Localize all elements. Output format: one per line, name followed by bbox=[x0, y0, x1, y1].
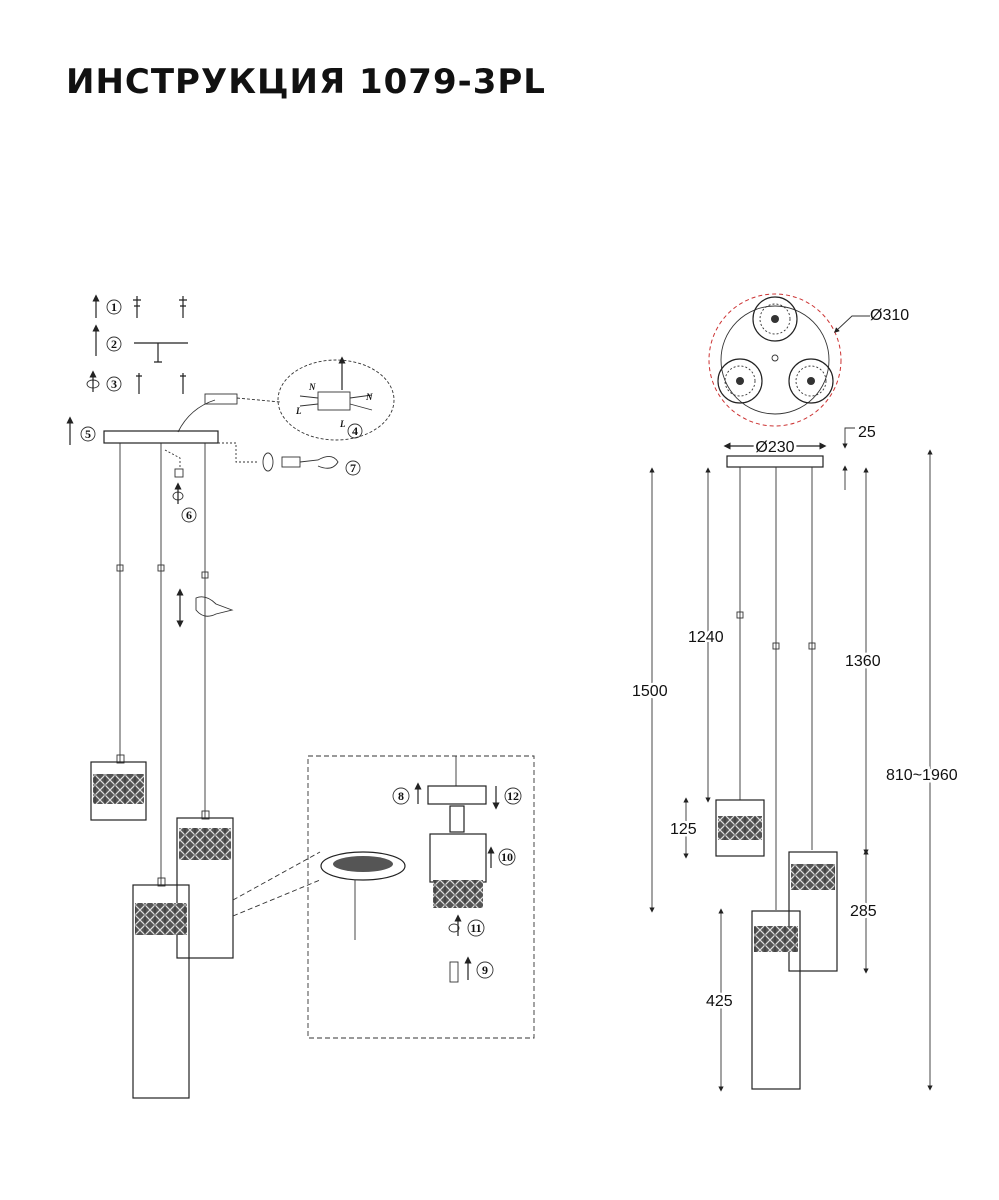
step-4-badge bbox=[347, 423, 363, 439]
short-shade-height-label: 125 bbox=[670, 821, 697, 838]
step-5-label: 5 bbox=[85, 427, 91, 441]
tall-shade-height-label: 425 bbox=[706, 993, 733, 1010]
step-7-badge bbox=[345, 460, 361, 476]
step-10-label: 10 bbox=[501, 850, 513, 864]
step-3-label: 3 bbox=[111, 377, 117, 391]
anchor-icon bbox=[179, 296, 187, 318]
mounting-bracket-icon bbox=[134, 342, 188, 363]
screw-icon bbox=[136, 373, 142, 394]
medium-shade bbox=[176, 817, 234, 959]
step-5-badge bbox=[80, 426, 96, 442]
wiring-detail-ellipse bbox=[277, 359, 395, 441]
crystal-band bbox=[433, 880, 483, 908]
lamp-body bbox=[429, 833, 487, 883]
wire-n-label: N bbox=[365, 392, 373, 402]
step-1-badge bbox=[106, 299, 122, 315]
medium-shade-height-label: 285 bbox=[850, 903, 877, 920]
crystal-band bbox=[135, 903, 187, 935]
crystal-band bbox=[718, 816, 762, 840]
canopy-top-view: Ø310 bbox=[708, 293, 909, 427]
step-4-label: 4 bbox=[352, 424, 358, 438]
step-2-label: 2 bbox=[111, 337, 117, 351]
rotate-icon bbox=[262, 452, 274, 472]
step-5-canopy: 5 bbox=[66, 416, 96, 445]
canopy-diameter-label: Ø310 bbox=[870, 307, 909, 324]
detail-box bbox=[307, 755, 535, 1039]
step-12-badge bbox=[504, 787, 522, 805]
page-title: ИНСТРУКЦИЯ 1079-3PL bbox=[66, 62, 546, 102]
canopy-outline-circle bbox=[708, 293, 842, 427]
wire-connector-icon bbox=[204, 393, 238, 405]
tall-shade bbox=[132, 884, 190, 1099]
step-11-label: 11 bbox=[470, 921, 481, 935]
short-shade bbox=[715, 799, 765, 857]
right-drop-label: 1360 bbox=[845, 653, 881, 670]
step-11-badge bbox=[467, 919, 485, 937]
crystal-band bbox=[93, 774, 144, 804]
wire-n-label: N bbox=[308, 382, 316, 392]
terminal-block-icon bbox=[317, 391, 351, 411]
step-9-badge bbox=[476, 961, 494, 979]
shade-top-view bbox=[320, 851, 406, 881]
crystal-band bbox=[754, 926, 798, 952]
screw-icon bbox=[174, 468, 184, 478]
canopy-cup bbox=[427, 785, 487, 805]
adjustable-range-label: 810~1960 bbox=[886, 767, 958, 784]
installation-steps: 1 2 3 N N bbox=[66, 294, 535, 1099]
left-drop-label: 1240 bbox=[688, 629, 724, 646]
lamp-socket bbox=[449, 805, 465, 833]
step-7-label: 7 bbox=[350, 461, 356, 475]
step-12-label: 12 bbox=[507, 789, 519, 803]
canopy-plate bbox=[103, 430, 219, 444]
step-6-label: 6 bbox=[186, 508, 192, 522]
screw-icon bbox=[180, 373, 186, 394]
step-2-bracket: 2 bbox=[92, 324, 188, 363]
step-8-badge bbox=[392, 787, 410, 805]
crystal-band bbox=[791, 864, 835, 890]
plate-thickness-label: 25 bbox=[858, 424, 876, 441]
bulb-icon bbox=[449, 961, 459, 983]
step-1-label: 1 bbox=[111, 300, 117, 314]
step-8-label: 8 bbox=[398, 789, 404, 803]
hand-icon bbox=[195, 596, 234, 617]
step-1-anchors: 1 bbox=[92, 294, 187, 318]
crystal-band bbox=[179, 828, 231, 860]
canopy-plate bbox=[726, 455, 824, 468]
rotate-icon bbox=[448, 923, 460, 933]
step-10-badge bbox=[498, 848, 516, 866]
tall-shade bbox=[751, 910, 801, 1090]
hand-icon bbox=[299, 456, 339, 469]
wire-l-label: L bbox=[339, 419, 346, 429]
anchor-icon bbox=[133, 296, 141, 318]
step-9-label: 9 bbox=[482, 963, 488, 977]
short-shade bbox=[90, 761, 147, 821]
step-3-screws: 3 bbox=[86, 370, 186, 394]
wire-l-label: L bbox=[295, 406, 302, 416]
step-4-wiring: N N L L 4 bbox=[177, 356, 395, 441]
step-2-badge bbox=[106, 336, 122, 352]
screw-icon bbox=[281, 456, 301, 468]
step-3-badge bbox=[106, 376, 122, 392]
plate-diameter-label: Ø230 bbox=[755, 439, 794, 456]
left-pendant-assembly: 6 7 bbox=[90, 430, 361, 1099]
dimension-drawing: Ø310 Ø230 25 1500 1240 1360 810~1960 125 bbox=[630, 293, 960, 1092]
lamp-assembly-detail: 8 12 10 11 9 bbox=[307, 755, 535, 1039]
step-6-badge bbox=[181, 507, 197, 523]
total-height-label: 1500 bbox=[632, 683, 668, 700]
